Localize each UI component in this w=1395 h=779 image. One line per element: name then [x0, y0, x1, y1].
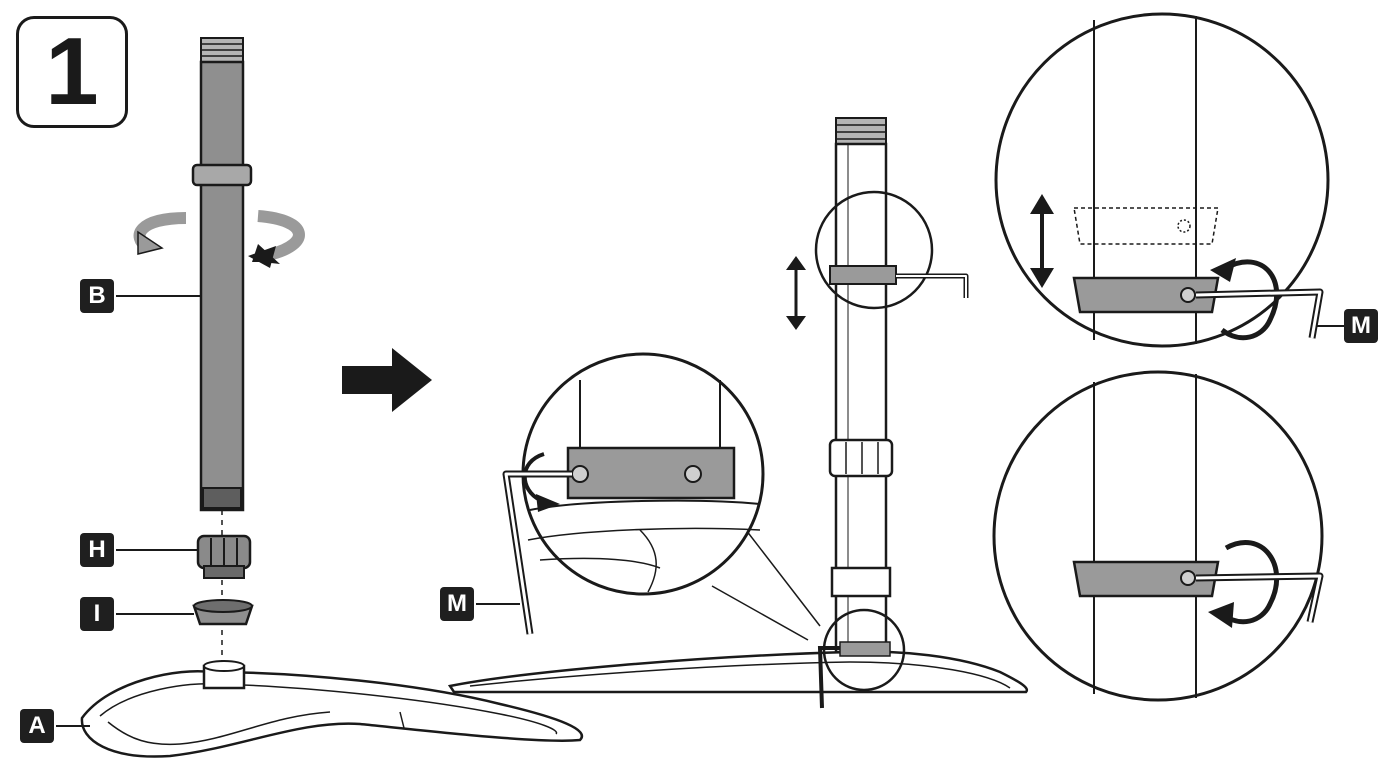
- assembled-pole-thread: [835, 117, 887, 145]
- label-i: I: [80, 597, 114, 631]
- assembled-view: [447, 117, 1029, 709]
- step-number: 1: [45, 18, 99, 125]
- ring-i: [192, 599, 254, 626]
- collar-h: [196, 534, 252, 579]
- pole-b: [191, 37, 253, 512]
- label-h: H: [80, 533, 114, 567]
- rotate-arrow-icon: [133, 210, 305, 268]
- bracket-screw-right: [684, 465, 702, 483]
- upper-detail-circle: [814, 190, 934, 310]
- label-a: A: [20, 709, 54, 743]
- up-down-arrow-icon: [1030, 194, 1054, 288]
- zoom-circle-top-right: [994, 12, 1330, 348]
- label-m-top: M: [1344, 309, 1378, 343]
- label-m-left: M: [440, 587, 474, 621]
- bracket-top-right: [1072, 276, 1220, 314]
- arrow-right-icon: [342, 348, 432, 412]
- assembled-ring: [830, 566, 892, 598]
- step-number-box: 1: [16, 16, 128, 128]
- rotate-arrow-icon: [1220, 259, 1280, 341]
- rotate-arrow-icon: [1220, 540, 1280, 625]
- zoom-circle-bottom-right: [992, 370, 1324, 702]
- upper-wrench: [896, 273, 969, 298]
- assembled-collar: [828, 438, 894, 478]
- zoom-line-upper: [745, 529, 821, 627]
- up-down-arrow-icon: [786, 256, 806, 330]
- assembled-base: [447, 650, 1029, 694]
- upper-bracket: [829, 265, 897, 285]
- base-bracket: [566, 446, 736, 500]
- bracket-screw-left: [571, 465, 589, 483]
- base-a: [80, 660, 583, 758]
- zoom-line-lower: [711, 585, 809, 641]
- label-b: B: [80, 279, 114, 313]
- zoom-circle-base: [521, 352, 765, 596]
- exploded-view: [56, 37, 583, 758]
- bracket-bottom-right: [1072, 560, 1220, 598]
- bracket-ghost-position: [1073, 207, 1219, 245]
